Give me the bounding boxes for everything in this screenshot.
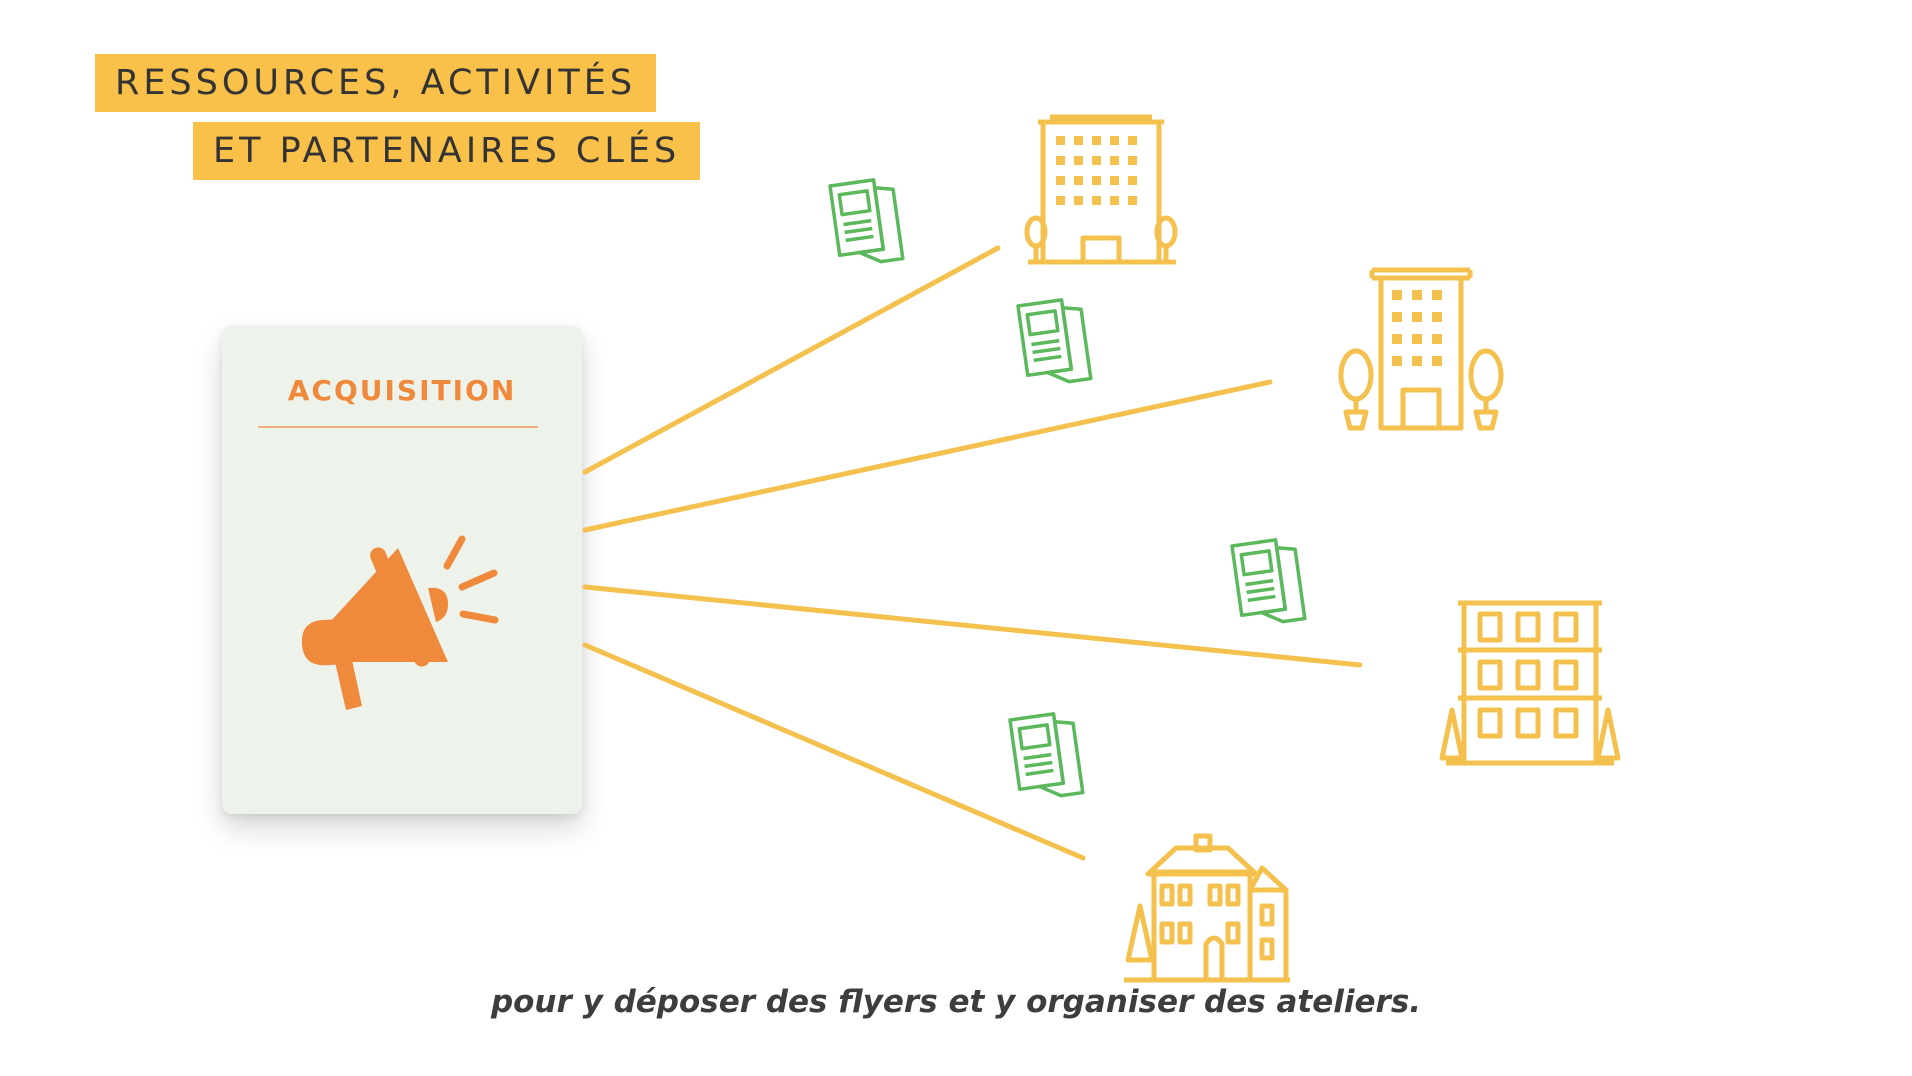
flyer-icon [1230, 538, 1307, 624]
office-tower-icon [1024, 114, 1178, 265]
title-tag-line-1: RESSOURCES, ACTIVITÉS [95, 54, 657, 112]
flyer-icon [828, 178, 905, 264]
megaphone-icon [301, 535, 499, 710]
apartment-building-icon [1439, 600, 1621, 766]
connector-line-2 [582, 379, 1273, 533]
caption-text: pour y déposer des flyers et y organiser… [490, 984, 1422, 1020]
connector-line-4 [582, 642, 1086, 861]
card-title: ACQUISITION [287, 374, 517, 407]
flyer-icon [1016, 298, 1093, 384]
connector-line-3 [582, 584, 1363, 668]
connector-lines [582, 245, 1363, 861]
flyer-icon [1008, 712, 1085, 798]
manor-house-icon [1124, 833, 1290, 983]
title-tag-line-2: ET PARTENAIRES CLÉS [193, 122, 701, 180]
hotel-building-icon [1338, 267, 1504, 431]
connector-line-1 [582, 245, 1001, 475]
card-divider [258, 426, 538, 428]
